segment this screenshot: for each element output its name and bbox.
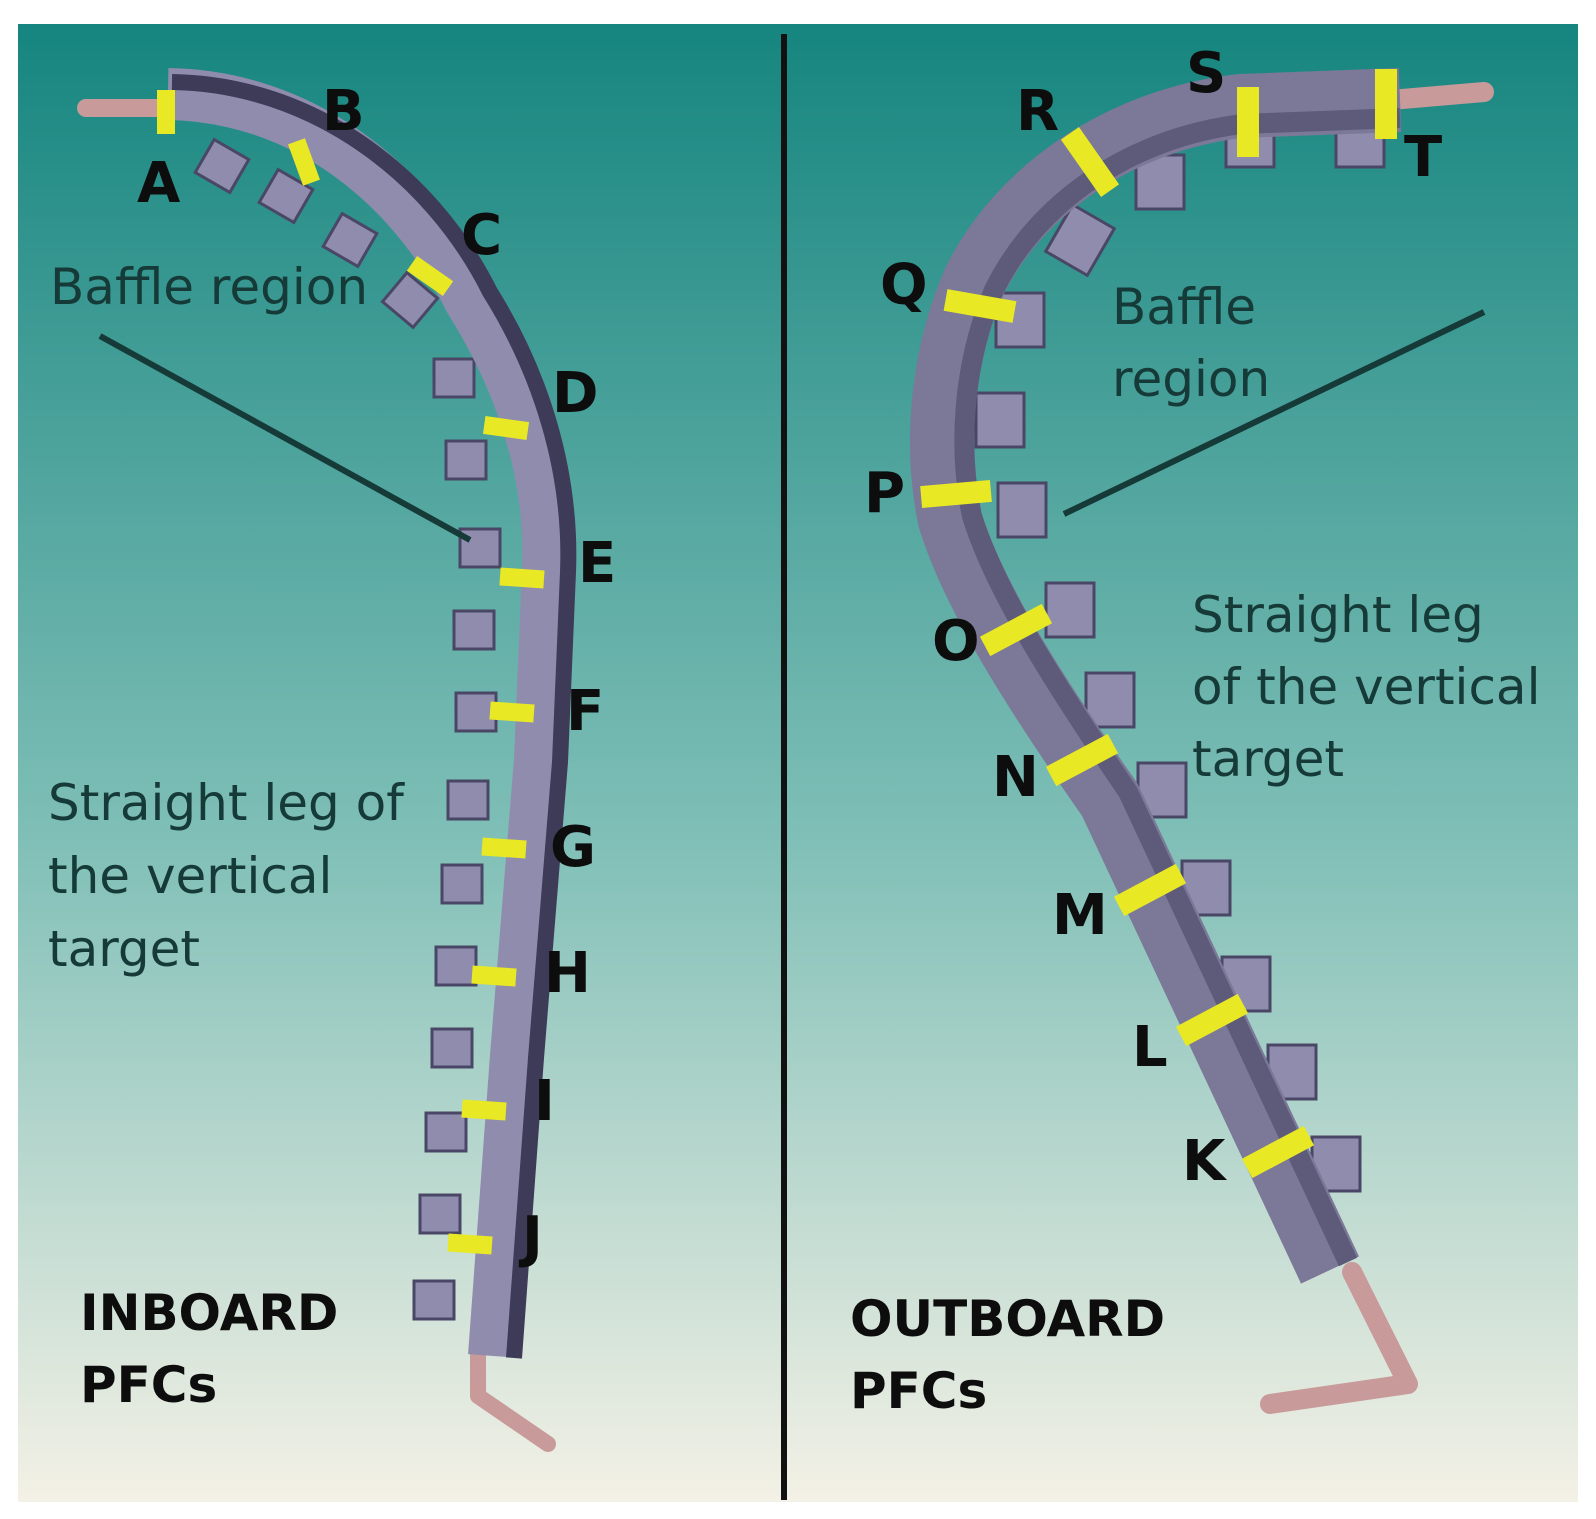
inboard-tooth [257, 167, 315, 225]
inboard-label-b: B [322, 79, 365, 144]
outboard-marker [1045, 733, 1119, 787]
inboard-marker [406, 256, 454, 296]
outboard-baffle-line1: Baffle [1112, 278, 1256, 336]
outboard-tooth [974, 391, 1026, 449]
outboard-label-l: L [1132, 1015, 1168, 1080]
outboard-pfc-structure [910, 68, 1494, 1414]
inboard-label-g: G [550, 815, 596, 880]
inboard-markers [157, 90, 545, 1255]
outboard-markers [920, 69, 1397, 1179]
inboard-marker [461, 1099, 507, 1121]
outboard-label-t: T [1404, 125, 1442, 190]
inboard-straight-leg-line3: target [48, 920, 200, 978]
outboard-tooth [1084, 671, 1136, 729]
inboard-tile-teeth [193, 137, 502, 1321]
outboard-label-k: K [1182, 1129, 1228, 1194]
outboard-bottom-pipe [1260, 1262, 1418, 1414]
inboard-bottom-pipe [470, 1348, 556, 1452]
inboard-label-c: C [461, 203, 502, 268]
outboard-straight-leg-line3: target [1192, 730, 1344, 788]
inboard-tooth [412, 1279, 456, 1321]
outboard-caption-line1: OUTBOARD [850, 1290, 1165, 1348]
inboard-tooth [452, 609, 496, 651]
outboard-label-s: S [1186, 41, 1226, 106]
inboard-panel-background [18, 24, 784, 1502]
outboard-marker [1113, 863, 1187, 917]
inboard-label-e: E [578, 531, 616, 596]
inboard-marker [499, 567, 545, 589]
inboard-tooth [418, 1193, 462, 1235]
inboard-marker [481, 837, 527, 859]
outboard-marker [920, 479, 992, 509]
inboard-marker [157, 90, 175, 134]
inboard-label-j: J [518, 1205, 543, 1270]
outboard-marker [1375, 69, 1397, 139]
outboard-marker [943, 289, 1017, 323]
inboard-label-a: A [137, 151, 181, 216]
inboard-pfc-structure [77, 68, 577, 1452]
inboard-straight-leg-line2: the vertical [48, 847, 332, 905]
inboard-tooth [380, 270, 440, 330]
outboard-tooth [1044, 581, 1096, 639]
inboard-baffle-label: Baffle region [50, 258, 368, 316]
outboard-baffle-line2: region [1112, 350, 1270, 408]
outboard-label-o: O [932, 609, 980, 674]
inboard-marker [288, 138, 320, 186]
outboard-label-p: P [864, 461, 905, 526]
outboard-label-q: Q [880, 253, 928, 318]
outboard-straight-leg-line1: Straight leg [1192, 586, 1484, 644]
inboard-tooth [424, 1111, 468, 1153]
inboard-tooth [454, 691, 498, 733]
inboard-label-i: I [534, 1069, 555, 1134]
inboard-label-h: H [544, 941, 591, 1006]
inboard-marker [489, 701, 535, 723]
inboard-tooth [440, 863, 484, 905]
inboard-tooth [444, 439, 488, 481]
inboard-tooth [434, 945, 478, 987]
outboard-marker [979, 603, 1053, 657]
outboard-caption-line2: PFCs [850, 1362, 987, 1420]
outboard-baffle-leader [1062, 309, 1486, 517]
inboard-label-f: F [566, 679, 604, 744]
inboard-tooth [430, 1027, 474, 1069]
inboard-tile-edge [171, 74, 577, 1359]
outboard-marker [1175, 993, 1249, 1047]
outboard-label-n: N [992, 745, 1039, 810]
outboard-label-m: M [1052, 883, 1108, 948]
outboard-straight-leg-line2: of the vertical [1192, 658, 1540, 716]
inboard-tooth [432, 357, 476, 399]
inboard-tooth [321, 211, 379, 269]
inboard-tile-body [167, 68, 575, 1358]
inboard-tooth [193, 137, 251, 195]
outboard-tooth [996, 481, 1048, 539]
inboard-label-d: D [552, 361, 598, 426]
inboard-baffle-leader [98, 333, 472, 543]
outboard-label-r: R [1016, 79, 1059, 144]
outboard-tile-teeth [974, 111, 1386, 1193]
inboard-caption-line2: PFCs [80, 1356, 217, 1414]
outboard-top-pipe [1380, 82, 1494, 110]
outboard-marker [1060, 127, 1120, 197]
inboard-straight-leg-line1: Straight leg of [48, 774, 405, 832]
outboard-tooth [1043, 202, 1117, 278]
outboard-marker [1237, 87, 1259, 157]
inboard-marker [482, 416, 530, 440]
inboard-marker [471, 965, 517, 987]
inboard-marker [447, 1233, 493, 1255]
outboard-marker [1241, 1125, 1315, 1179]
inboard-caption-line1: INBOARD [80, 1284, 338, 1342]
inboard-tooth [446, 779, 490, 821]
